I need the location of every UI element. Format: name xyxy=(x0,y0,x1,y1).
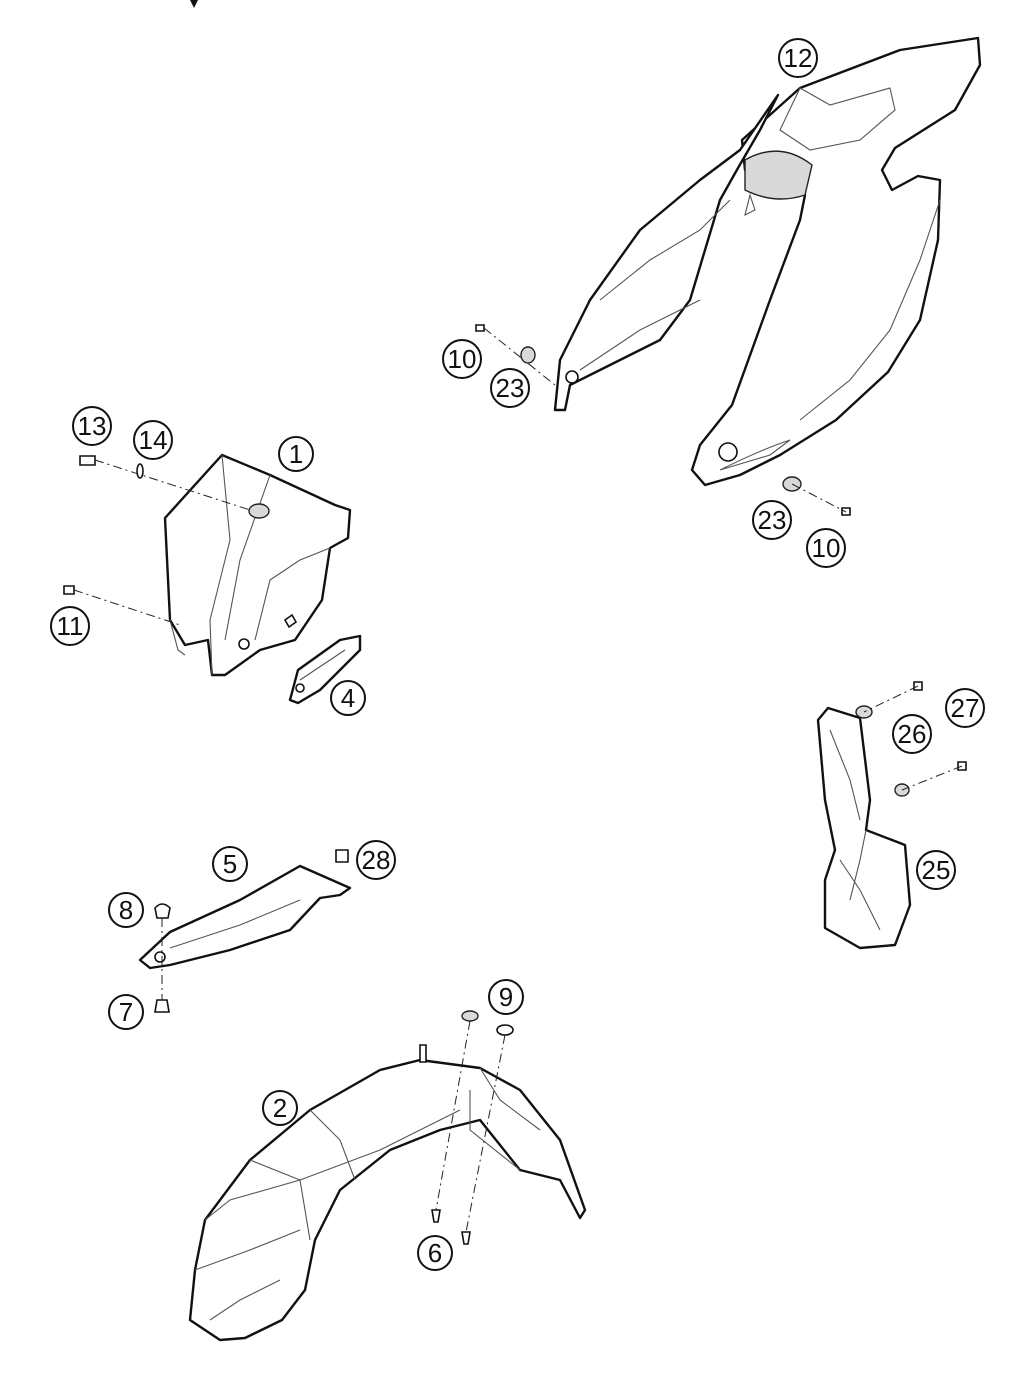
callout-6: 6 xyxy=(417,1235,453,1271)
callout-label: 13 xyxy=(78,411,107,441)
callout-label: 2 xyxy=(273,1093,287,1123)
callout-label: 10 xyxy=(812,533,841,563)
part-2-front-fender xyxy=(188,1010,587,1342)
callout-label: 11 xyxy=(57,611,84,641)
callout-label: 28 xyxy=(362,845,391,875)
callout-12: 12 xyxy=(778,38,818,78)
callout-label: 27 xyxy=(951,693,980,723)
callout-label: 8 xyxy=(119,895,133,925)
callout-label: 9 xyxy=(499,982,513,1012)
callout-label: 26 xyxy=(898,719,927,749)
cropped-heading-fragment xyxy=(190,0,198,8)
callout-23-lower: 23 xyxy=(752,500,792,540)
callout-5: 5 xyxy=(212,846,248,882)
callout-25: 25 xyxy=(916,850,956,890)
callout-13: 13 xyxy=(72,406,112,446)
part-25-mud-flap xyxy=(816,681,967,950)
hardware-10-23-upper xyxy=(475,324,851,516)
callout-label: 23 xyxy=(496,373,525,403)
callout-27: 27 xyxy=(945,688,985,728)
hardware-13-14-11 xyxy=(63,455,251,626)
part-1-number-plate xyxy=(163,453,352,677)
callout-4: 4 xyxy=(330,680,366,716)
callout-label: 1 xyxy=(289,439,303,469)
callout-11: 11 xyxy=(50,606,90,646)
callout-26: 26 xyxy=(892,714,932,754)
part-12-side-panels xyxy=(553,36,982,487)
callout-label: 25 xyxy=(922,855,951,885)
part-4-guard xyxy=(288,634,362,705)
callout-label: 4 xyxy=(341,683,355,713)
callout-label: 23 xyxy=(758,505,787,535)
callout-8: 8 xyxy=(108,892,144,928)
callout-label: 14 xyxy=(139,425,168,455)
callout-1: 1 xyxy=(278,436,314,472)
callout-10-lower: 10 xyxy=(806,528,846,568)
callout-2: 2 xyxy=(262,1090,298,1126)
callout-9: 9 xyxy=(488,979,524,1015)
callout-14: 14 xyxy=(133,420,173,460)
callout-label: 7 xyxy=(119,997,133,1027)
callout-label: 10 xyxy=(448,344,477,374)
callout-label: 12 xyxy=(784,43,813,73)
callout-23-upper: 23 xyxy=(490,368,530,408)
callout-7: 7 xyxy=(108,994,144,1030)
callout-28: 28 xyxy=(356,840,396,880)
callout-10-upper: 10 xyxy=(442,339,482,379)
callout-label: 6 xyxy=(428,1238,442,1268)
part-5-bracket xyxy=(138,849,352,1013)
callout-label: 5 xyxy=(223,849,237,879)
